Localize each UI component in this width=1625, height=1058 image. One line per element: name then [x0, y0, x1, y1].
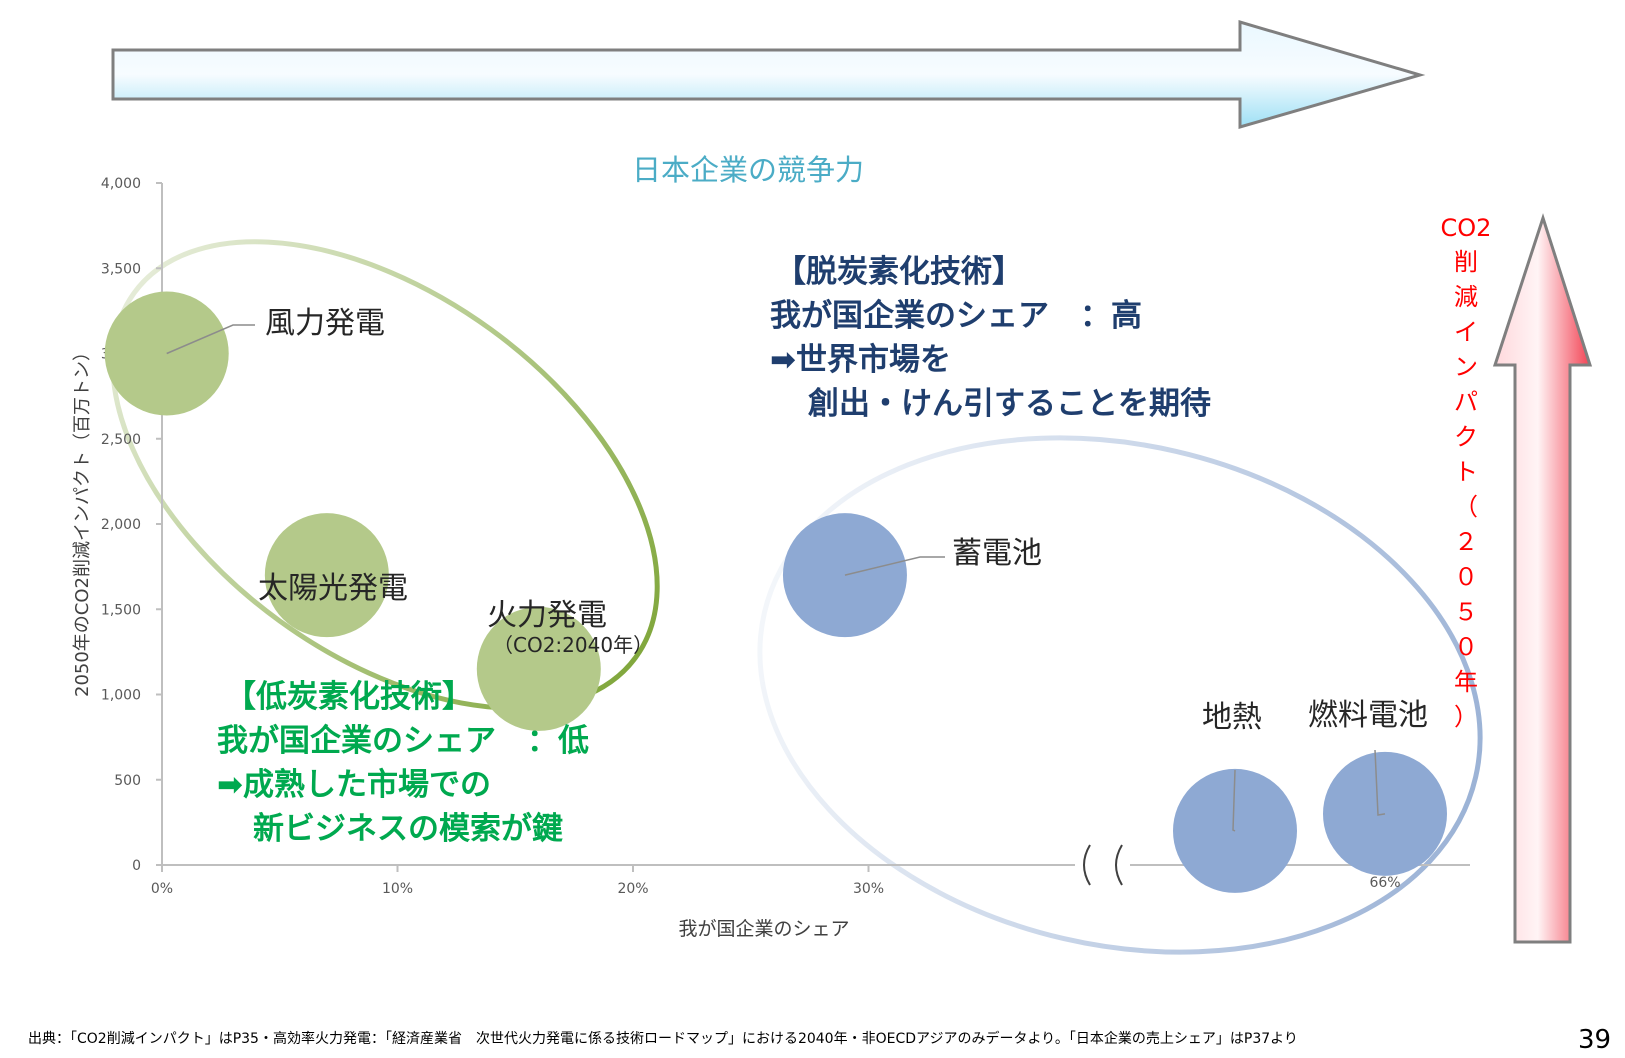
- x-tick-label: 66%: [1369, 875, 1400, 891]
- x-tick-label: 20%: [617, 881, 648, 897]
- impact-label-char: 減: [1454, 283, 1478, 311]
- impact-label-char: ５: [1454, 598, 1478, 626]
- impact-label-char: パ: [1454, 388, 1478, 416]
- bubble-sublabel: （CO2:2040年）: [493, 633, 653, 657]
- y-tick-label: 500: [114, 773, 141, 789]
- impact-label-char: ０: [1454, 563, 1478, 591]
- impact-label-char: （: [1454, 493, 1478, 521]
- impact-label-char: ０: [1454, 633, 1478, 661]
- low-carbon-arrow-text: ➡成熟した市場での: [217, 767, 491, 803]
- impact-label-char: ン: [1454, 353, 1478, 381]
- bubble-label: 蓄電池: [952, 536, 1042, 571]
- x-tick-label: 0%: [151, 881, 173, 897]
- impact-label-char: ク: [1454, 423, 1478, 451]
- impact-label-char: 削: [1454, 248, 1478, 276]
- decarbon-share-text: 我が国企業のシェア ：高: [770, 298, 1142, 334]
- bubble-low-carbon: [476, 606, 601, 731]
- y-tick-label: 2,500: [101, 432, 141, 448]
- chart-title: 日本企業の競争力: [632, 153, 864, 187]
- bubble-label: 太陽光発電: [258, 571, 408, 606]
- y-tick-label: 1,500: [101, 602, 141, 618]
- axis-break-mark: [1083, 844, 1123, 886]
- impact-label-char: ト: [1454, 458, 1478, 486]
- decarbon-arrow-text: ➡世界市場を: [770, 342, 951, 378]
- low-carbon-group-ellipse: [110, 239, 660, 711]
- decarbon-group-ellipse: [757, 435, 1483, 955]
- bubble-label: 地熱: [1202, 700, 1262, 735]
- impact-label-char: CO2: [1441, 214, 1492, 242]
- y-axis-label: 2050年のCO2削減インパクト（百万トン）: [72, 343, 93, 697]
- low-carbon-share-text: 我が国企業のシェア ：低: [217, 723, 589, 759]
- decarbon-heading: 【脱炭素化技術】: [775, 254, 1023, 290]
- label-leader-line: [166, 324, 255, 355]
- impact-label-char: イ: [1454, 318, 1478, 346]
- bubble-label: 風力発電: [265, 306, 385, 341]
- x-tick-label: 30%: [853, 881, 884, 897]
- y-tick-label: 2,000: [101, 517, 141, 533]
- page-number: 39: [1578, 1025, 1611, 1055]
- x-axis-label: 我が国企業のシェア: [678, 918, 849, 940]
- low-carbon-heading: 【低炭素化技術】: [225, 679, 473, 715]
- y-tick-label: 3,500: [101, 261, 141, 277]
- decarbon-expect-text: 創出・けん引することを期待: [808, 386, 1211, 422]
- co2-impact-label: CO2 削減インパクト （ ２ ０ ５ ０ 年 ）: [1441, 214, 1492, 731]
- y-tick-label: 1,000: [101, 688, 141, 704]
- y-tick-label: 0: [132, 858, 141, 874]
- label-leader-line: [1374, 749, 1386, 816]
- x-tick-label: 10%: [382, 881, 413, 897]
- y-tick-label: 4,000: [101, 176, 141, 192]
- bubble-label: 燃料電池: [1308, 698, 1428, 733]
- source-note: 出典：「CO2削減インパクト」はP35・高効率火力発電：「経済産業省 次世代火力…: [28, 1030, 1298, 1047]
- low-carbon-key-text: 新ビジネスの模索が鍵: [253, 811, 563, 847]
- competitiveness-arrow: [111, 19, 1426, 129]
- label-leader-line: [1232, 769, 1236, 832]
- impact-label-char: 年: [1454, 668, 1478, 696]
- impact-label-char: ２: [1454, 528, 1478, 556]
- co2-impact-arrow: [1492, 213, 1593, 944]
- bubble-low-carbon: [264, 513, 389, 638]
- label-leader-line: [844, 556, 945, 576]
- bubble-label: 火力発電: [487, 598, 607, 633]
- impact-label-char: ）: [1454, 703, 1478, 731]
